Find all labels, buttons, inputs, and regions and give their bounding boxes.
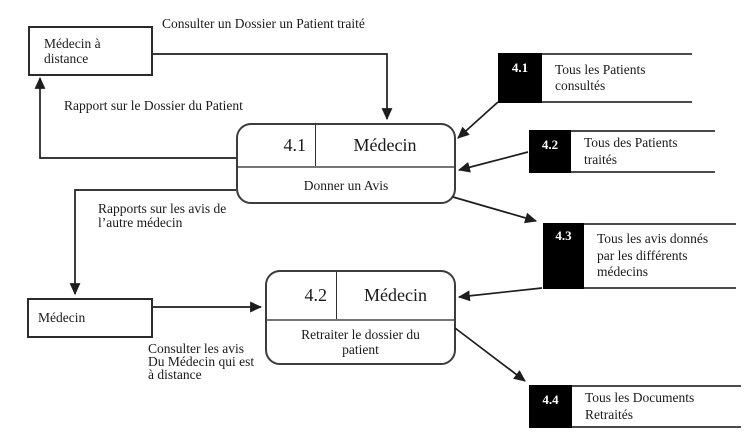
flow-label-rapport-dossier: Rapport sur le Dossier du Patient [64,98,243,113]
datastore-4-2: 4.2 Tous des Patients traités [529,130,715,173]
flow-label-rapports-avis: Rapports sur les avis de l’autre médecin [98,201,227,230]
entity-label: Médecin à distance [44,35,101,67]
datastore-4-4: 4.4 Tous les Documents Retraités [529,385,741,428]
datastore-number: 4.4 [529,385,572,428]
datastore-4-3: 4.3 Tous les avis donnés par les différe… [543,223,736,289]
process-4-1: 4.1 Médecin Donner un Avis [236,123,456,204]
datastore-number: 4.1 [498,53,542,103]
flow-arrow-store43-to-process42 [457,287,543,302]
process-description: Retraiter le dossier du patient [267,319,454,363]
process-number: 4.2 [267,272,337,319]
flow-arrow-process42-to-store44 [454,327,526,382]
flow-arrow-rapport-dossier [34,76,236,159]
datastore-number: 4.3 [543,223,584,289]
flow-arrow-process41-to-store43 [452,196,538,224]
flow-label-consulter-dossier: Consulter un Dossier un Patient traité [162,16,365,31]
entity-label: Médecin [38,310,86,326]
datastore-label: Tous des Patients traités [571,130,715,173]
flow-label-consulter-avis: Consulter les avis Du Médecin qui est à … [148,341,255,383]
process-number: 4.1 [238,125,316,166]
datastore-label: Tous les Documents Retraités [572,385,741,428]
datastore-number: 4.2 [529,130,571,173]
flow-arrow-store41-to-process41 [457,101,499,139]
process-4-2: 4.2 Médecin Retraiter le dossier du pati… [265,270,456,365]
datastore-4-1: 4.1 Tous les Patients consultés [498,53,692,103]
process-title: Médecin [364,285,427,305]
datastore-label: Tous les avis donnés par les différents … [584,223,736,289]
entity-medecin: Médecin [27,298,153,338]
process-title: Médecin [353,135,417,155]
process-description: Donner un Avis [238,166,454,202]
datastore-label: Tous les Patients consultés [542,53,692,103]
flow-arrow-store42-to-process41 [457,151,529,173]
entity-medecin-a-distance: Médecin à distance [28,26,153,76]
